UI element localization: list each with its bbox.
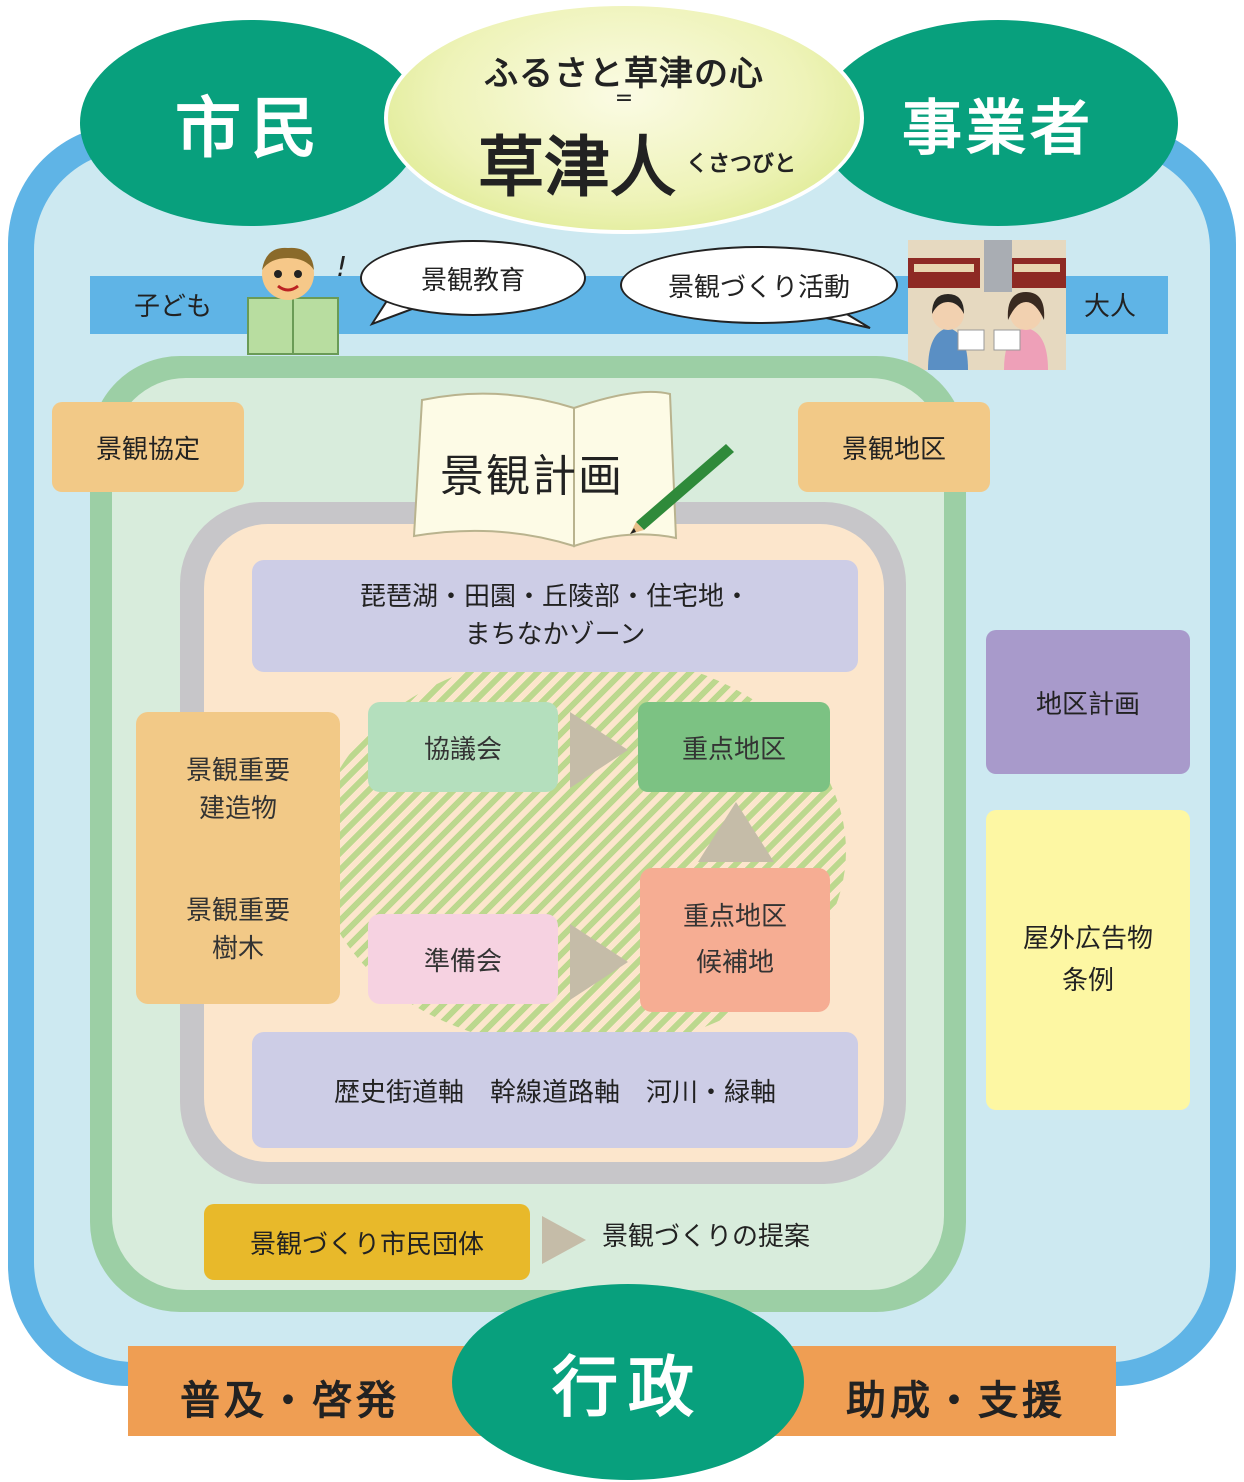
arrow-right-icon-2 <box>570 924 628 1000</box>
book-pencil-icon <box>412 390 734 548</box>
government-ellipse: 行政 <box>452 1284 804 1480</box>
council-box: 協議会 <box>368 702 558 792</box>
landscape-agreement-box: 景観協定 <box>52 402 244 492</box>
business-ellipse: 事業者 <box>818 20 1178 226</box>
adult-label: 大人 <box>1084 292 1137 322</box>
hometown-heart-text: ふるさと草津の心 <box>484 54 764 94</box>
important-structure: 景観重要 建造物 <box>136 752 340 828</box>
outdoor-ad-ordinance-box: 屋外広告物 条例 <box>986 810 1190 1110</box>
zones-box: 琵琶湖・田園・丘陵部・住宅地・ まちなかゾーン <box>252 560 858 672</box>
important-tree: 景観重要 樹木 <box>136 892 340 968</box>
landscape-education-bubble: 景観教育 <box>360 240 586 316</box>
kusatsubito-reading: くさつびと <box>686 151 797 177</box>
citizen-group-box: 景観づくり市民団体 <box>204 1204 530 1280</box>
child-reading-illustration <box>247 247 339 355</box>
citizen-ellipse: 市民 <box>80 20 422 226</box>
kusatsubito-ellipse: ふるさと草津の心 = 草津人 くさつびと <box>384 2 864 234</box>
candidate-line-1: 重点地区 <box>682 902 787 932</box>
outdoor-ad-line-1: 屋外広告物 <box>1022 924 1153 954</box>
zones-line-1: 琵琶湖・田園・丘陵部・住宅地・ <box>359 582 750 612</box>
landscape-activity-bubble: 景観づくり活動 <box>620 246 898 324</box>
candidate-district-box: 重点地区 候補地 <box>640 868 830 1012</box>
landscape-plan-title: 景観計画 <box>440 451 624 502</box>
preparation-council-box: 準備会 <box>368 914 558 1004</box>
district-plan-box: 地区計画 <box>986 630 1190 774</box>
priority-district-box: 重点地区 <box>638 702 830 792</box>
equals-sign: = <box>614 86 634 111</box>
landscape-district-box: 景観地区 <box>798 402 990 492</box>
important-structure-line-1: 景観重要 <box>185 756 290 786</box>
arrow-up-icon <box>698 802 774 862</box>
child-label: 子ども <box>134 292 213 322</box>
important-structure-line-2: 建造物 <box>198 794 277 824</box>
important-tree-line-2: 樹木 <box>211 934 264 964</box>
adults-illustration <box>908 240 1066 370</box>
exclamation-mark: ! <box>336 250 348 283</box>
arrow-right-icon <box>570 712 628 788</box>
support-label: 助成・支援 <box>846 1378 1066 1424</box>
important-items-box: 景観重要 建造物 景観重要 樹木 <box>136 712 340 1004</box>
promotion-label: 普及・啓発 <box>180 1378 400 1424</box>
zones-line-2: まちなかゾーン <box>464 620 646 650</box>
arrow-right-icon-3 <box>542 1216 586 1264</box>
outdoor-ad-line-2: 条例 <box>1061 966 1114 996</box>
candidate-line-2: 候補地 <box>695 948 774 978</box>
axes-box: 歴史街道軸 幹線道路軸 河川・緑軸 <box>252 1032 858 1148</box>
proposal-label: 景観づくりの提案 <box>602 1222 811 1252</box>
kusatsubito-title: 草津人 <box>478 128 676 206</box>
important-tree-line-1: 景観重要 <box>185 896 290 926</box>
